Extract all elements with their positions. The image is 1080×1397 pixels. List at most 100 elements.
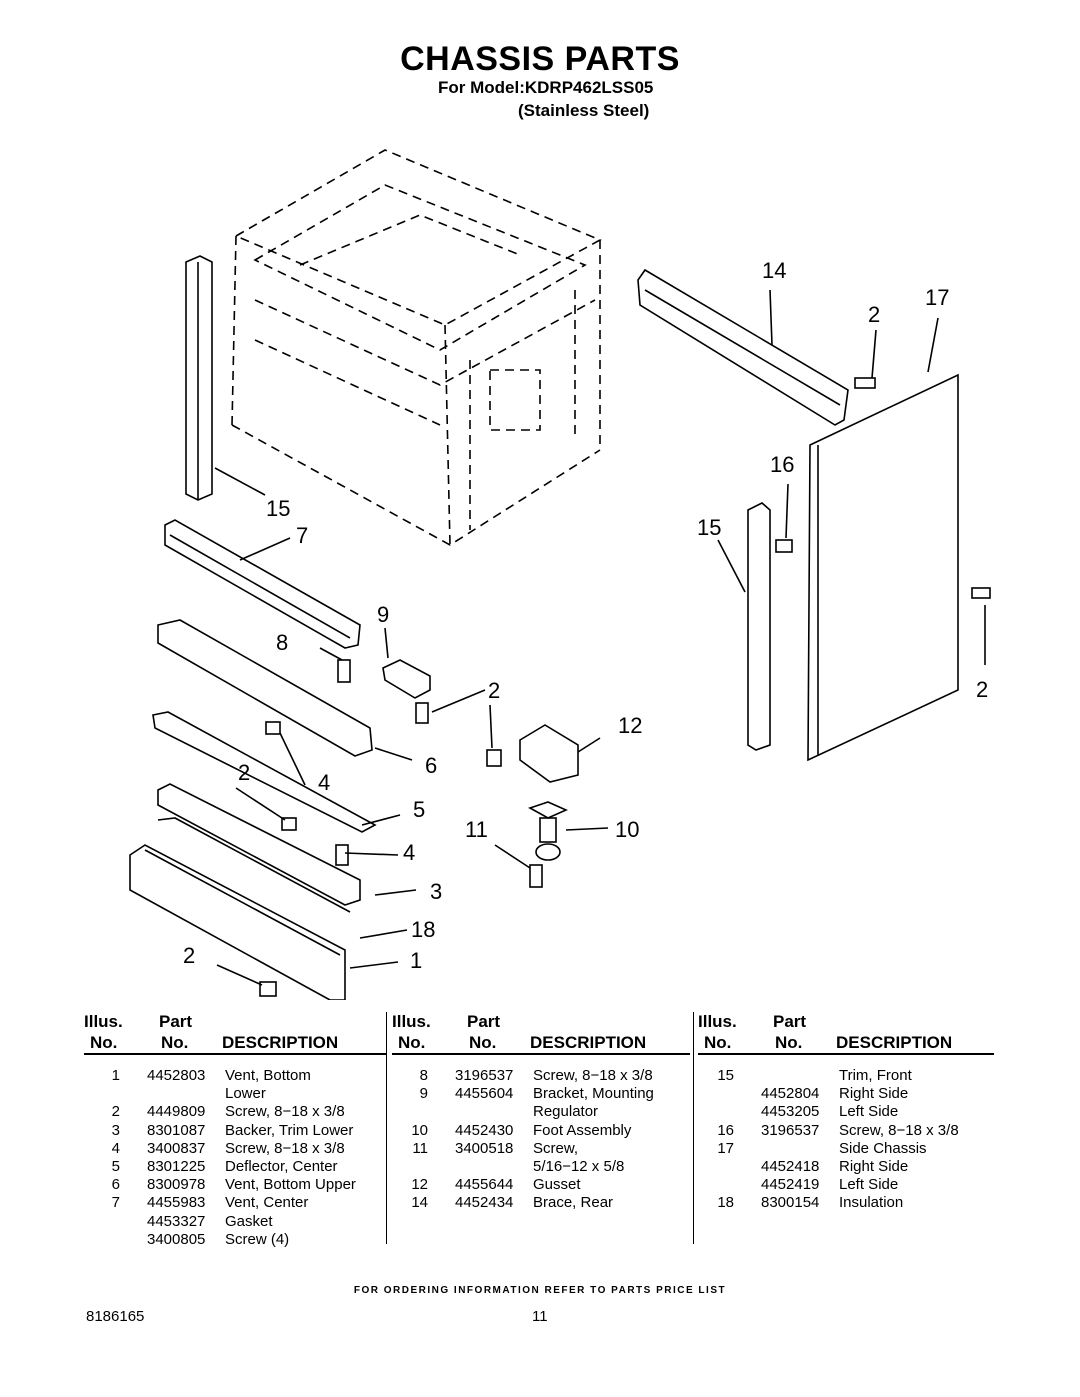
callout-label: 3	[430, 879, 442, 904]
callout-label: 1	[410, 948, 422, 973]
illus-number: 8	[419, 1067, 428, 1084]
callout-label: 8	[276, 630, 288, 655]
rear-brace	[637, 268, 849, 426]
leader-lines	[214, 289, 986, 986]
part-number: 3400805	[147, 1230, 206, 1248]
part-description: Insulation	[839, 1194, 904, 1212]
bottom-vent	[129, 844, 346, 1000]
part-description: Regulator	[533, 1103, 599, 1121]
callout-label: 10	[615, 817, 639, 842]
header-rule	[698, 1053, 994, 1055]
part-description: Gusset	[533, 1176, 581, 1194]
part-number: 4452434	[455, 1194, 514, 1212]
deflector	[152, 711, 377, 833]
ordering-note: FOR ORDERING INFORMATION REFER TO PARTS …	[353, 1285, 727, 1296]
illus-number: 14	[411, 1194, 428, 1212]
cabinet-outline	[231, 149, 602, 546]
callout-label: 2	[238, 760, 250, 785]
part-description: Vent, Bottom Upper	[225, 1176, 356, 1194]
callout-label: 7	[296, 523, 308, 548]
part-number: 3196537	[455, 1067, 514, 1084]
part-number: 4453205	[761, 1103, 820, 1121]
callout-label: 18	[411, 917, 435, 942]
callout-label: 5	[413, 797, 425, 822]
part-number: 4452803	[147, 1067, 206, 1084]
callout-label: 2	[976, 677, 988, 702]
illus-number: 6	[111, 1176, 120, 1194]
header-no: No.	[398, 1033, 426, 1052]
part-number: 8300978	[147, 1176, 206, 1194]
illus-number: 1	[111, 1067, 120, 1084]
illus-number: 10	[411, 1121, 428, 1139]
part-number: 8301225	[147, 1158, 206, 1175]
part-description: Gasket	[225, 1212, 273, 1230]
header-part: Part	[773, 1012, 807, 1031]
part-description: Screw (4)	[225, 1230, 290, 1248]
document-number: 8186165	[86, 1308, 145, 1325]
illus-number: 18	[717, 1194, 734, 1212]
header-rule	[84, 1053, 386, 1055]
callout-label: 6	[425, 753, 437, 778]
front-trim-left	[185, 255, 213, 501]
part-description: Screw, 8−18 x 3/8	[839, 1121, 959, 1139]
column-divider	[693, 1012, 694, 1244]
header-illus: Illus.	[392, 1012, 431, 1031]
exploded-parts-diagram: 14 2 17 16 15 15 7 9 8 2 12 2 6 4 5 11 1…	[129, 149, 991, 1000]
callout-label: 11	[465, 817, 488, 842]
callout-label: 14	[762, 258, 786, 283]
header-part: Part	[467, 1012, 501, 1031]
part-number: 4452418	[761, 1158, 820, 1175]
illus-number: 2	[111, 1103, 120, 1121]
part-number: 8301087	[147, 1121, 206, 1139]
part-description: Brace, Rear	[533, 1194, 614, 1212]
header-illus: Illus.	[698, 1012, 737, 1031]
part-description: Screw, 8−18 x 3/8	[225, 1103, 345, 1121]
part-description: Side Chassis	[839, 1139, 927, 1157]
header-part-no: No.	[161, 1033, 189, 1052]
part-description: Trim, Front	[839, 1067, 912, 1084]
callout-label: 12	[618, 713, 642, 738]
illus-number: 7	[111, 1194, 120, 1212]
part-number: 3196537	[761, 1121, 820, 1139]
header-description: DESCRIPTION	[222, 1033, 339, 1052]
part-description: Vent, Bottom	[225, 1067, 311, 1084]
part-number: 4449809	[147, 1103, 206, 1121]
illus-number: 9	[419, 1085, 428, 1103]
callout-label: 4	[403, 840, 415, 865]
model-line: For Model:KDRP462LSS05	[438, 78, 654, 97]
finish-line: (Stainless Steel)	[518, 101, 650, 120]
part-description: Foot Assembly	[533, 1121, 632, 1139]
center-vent	[164, 519, 361, 649]
side-chassis-panel	[807, 373, 959, 762]
header-no: No.	[90, 1033, 118, 1052]
illus-number: 4	[111, 1139, 120, 1157]
part-number: 4452804	[761, 1085, 820, 1103]
part-description: Right Side	[839, 1085, 909, 1103]
header-part-no: No.	[469, 1033, 497, 1052]
part-number: 3400518	[455, 1139, 514, 1157]
front-trim-right	[747, 502, 771, 751]
header-description: DESCRIPTION	[530, 1033, 647, 1052]
mounting-bracket	[382, 659, 431, 699]
part-description: Bracket, Mounting	[533, 1085, 654, 1103]
part-number: 4455983	[147, 1194, 206, 1212]
part-description: Lower	[225, 1085, 266, 1103]
callout-label: 2	[183, 943, 195, 968]
header-rule	[392, 1053, 690, 1055]
illus-number: 3	[111, 1121, 120, 1139]
column-divider	[386, 1012, 387, 1244]
part-number: 4452419	[761, 1176, 820, 1194]
gusset	[519, 724, 579, 783]
illus-number: 12	[411, 1176, 428, 1194]
callout-numbers: 14 2 17 16 15 15 7 9 8 2 12 2 6 4 5 11 1…	[183, 258, 988, 973]
page-number: 11	[532, 1308, 548, 1325]
illus-number: 15	[717, 1067, 734, 1084]
illus-number: 17	[717, 1139, 734, 1157]
part-description: Screw, 8−18 x 3/8	[533, 1067, 653, 1084]
callout-label: 16	[770, 452, 794, 477]
callout-label: 4	[318, 770, 330, 795]
callout-label: 2	[868, 302, 880, 327]
part-description: Vent, Center	[225, 1194, 309, 1212]
header-no: No.	[704, 1033, 732, 1052]
screw-icons	[259, 377, 991, 997]
